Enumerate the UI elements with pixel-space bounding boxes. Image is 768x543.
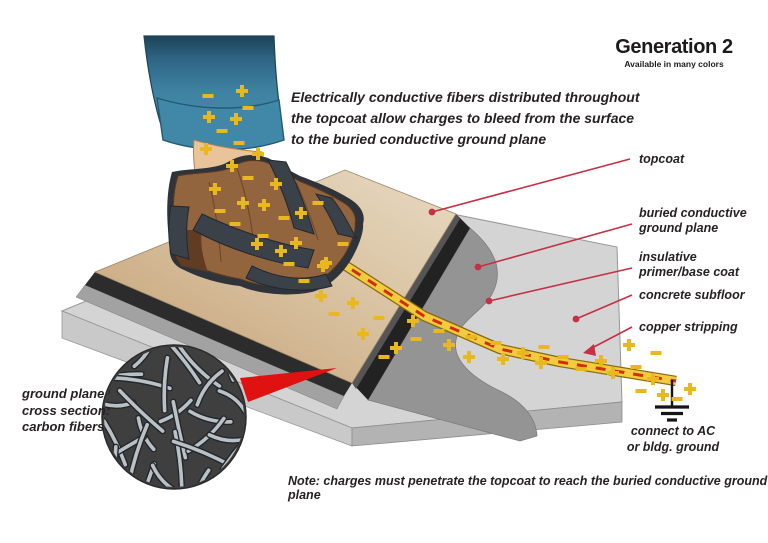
- charge-plus: [209, 183, 221, 195]
- description-text: Electrically conductive fibers distribut…: [291, 89, 640, 147]
- charge-plus: [251, 238, 263, 250]
- carbon-fiber: [173, 429, 184, 487]
- charge-plus: [295, 207, 307, 219]
- insulative-exposed-region: [367, 227, 538, 442]
- carbon-fiber: [207, 433, 244, 443]
- copper-strip: [301, 234, 677, 387]
- ground-plane-side-band-sw: [85, 272, 352, 396]
- leader-copper-arrowhead: [583, 344, 596, 356]
- charge-plus: [407, 315, 419, 327]
- charge-plus: [203, 111, 215, 123]
- charge-plus: [226, 160, 238, 172]
- carbon-fiber: [171, 399, 188, 460]
- label-copper-stripping: copper stripping: [639, 320, 738, 334]
- charge-plus: [497, 353, 509, 365]
- carbon-fiber: [188, 409, 233, 424]
- charge-plus: [595, 355, 607, 367]
- carbon-fiber: [188, 468, 211, 487]
- carbon-fiber: [174, 347, 222, 388]
- charge-plus: [535, 357, 547, 369]
- label-concrete-subfloor: concrete subfloor: [639, 288, 745, 302]
- charge-plus: [230, 113, 242, 125]
- heel-strap: [168, 205, 190, 260]
- jeans-cuff: [156, 97, 285, 151]
- leader-copper: [591, 326, 633, 349]
- static-charges: [200, 85, 696, 401]
- person-foot-illustration: [143, 35, 364, 295]
- jeans-leg: [143, 35, 285, 151]
- charge-plus: [357, 328, 369, 340]
- charge-plus: [320, 257, 332, 269]
- charge-plus: [290, 237, 302, 249]
- carbon-fibers-texture: [104, 347, 244, 487]
- charge-plus: [237, 197, 249, 209]
- charge-plus: [623, 339, 635, 351]
- charge-plus: [258, 199, 270, 211]
- carbon-fiber: [195, 369, 224, 407]
- product-title: Generation 2: [615, 36, 733, 58]
- charge-plus: [252, 148, 264, 160]
- charge-plus: [443, 339, 455, 351]
- charge-plus: [390, 342, 402, 354]
- carbon-fiber: [162, 356, 170, 413]
- charge-plus: [463, 351, 475, 363]
- charge-plus: [236, 85, 248, 97]
- leader-topcoat: [431, 158, 631, 213]
- charge-plus: [647, 373, 659, 385]
- product-subtitle: Available in many colors: [624, 59, 724, 69]
- ground-connection-label: connect to AC or bldg. ground: [626, 424, 720, 454]
- carbon-fiber: [132, 347, 157, 368]
- charge-plus: [657, 389, 669, 401]
- charge-plus: [270, 178, 282, 190]
- leader-lines: [428, 158, 633, 356]
- copper-strip-dashes: [303, 237, 677, 383]
- inset-label: ground plane cross section: carbon fiber…: [22, 386, 111, 434]
- toe-strap: [245, 265, 333, 291]
- charge-plus: [684, 383, 696, 395]
- title-block: Generation 2 Available in many colors: [608, 36, 740, 69]
- leader-insulative: [488, 267, 633, 302]
- charge-plus: [517, 347, 529, 359]
- leader-concrete: [575, 294, 633, 320]
- label-topcoat: topcoat: [639, 152, 685, 166]
- charge-plus: [275, 245, 287, 257]
- carbon-fiber-inset: [101, 344, 247, 490]
- label-insulative: insulative primer/base coat: [639, 250, 740, 279]
- charge-plus: [200, 143, 212, 155]
- cross-strap: [192, 213, 315, 269]
- leader-ground-plane: [477, 223, 633, 268]
- footnote: Note: charges must penetrate the topcoat…: [288, 474, 768, 502]
- carbon-fiber: [217, 389, 244, 416]
- vamp-strap-2: [314, 193, 357, 239]
- charge-plus: [315, 290, 327, 302]
- charge-plus: [607, 367, 619, 379]
- carbon-fiber: [150, 463, 189, 487]
- label-ground-plane: buried conductive ground plane: [639, 206, 747, 235]
- ground-symbol: [655, 380, 689, 422]
- sandal-straps: [168, 159, 357, 291]
- carbon-fiber: [104, 419, 128, 467]
- inset-pointer-wedge: [240, 368, 337, 402]
- carbon-fiber: [117, 388, 165, 433]
- carbon-fiber: [162, 347, 202, 385]
- charge-plus: [347, 297, 359, 309]
